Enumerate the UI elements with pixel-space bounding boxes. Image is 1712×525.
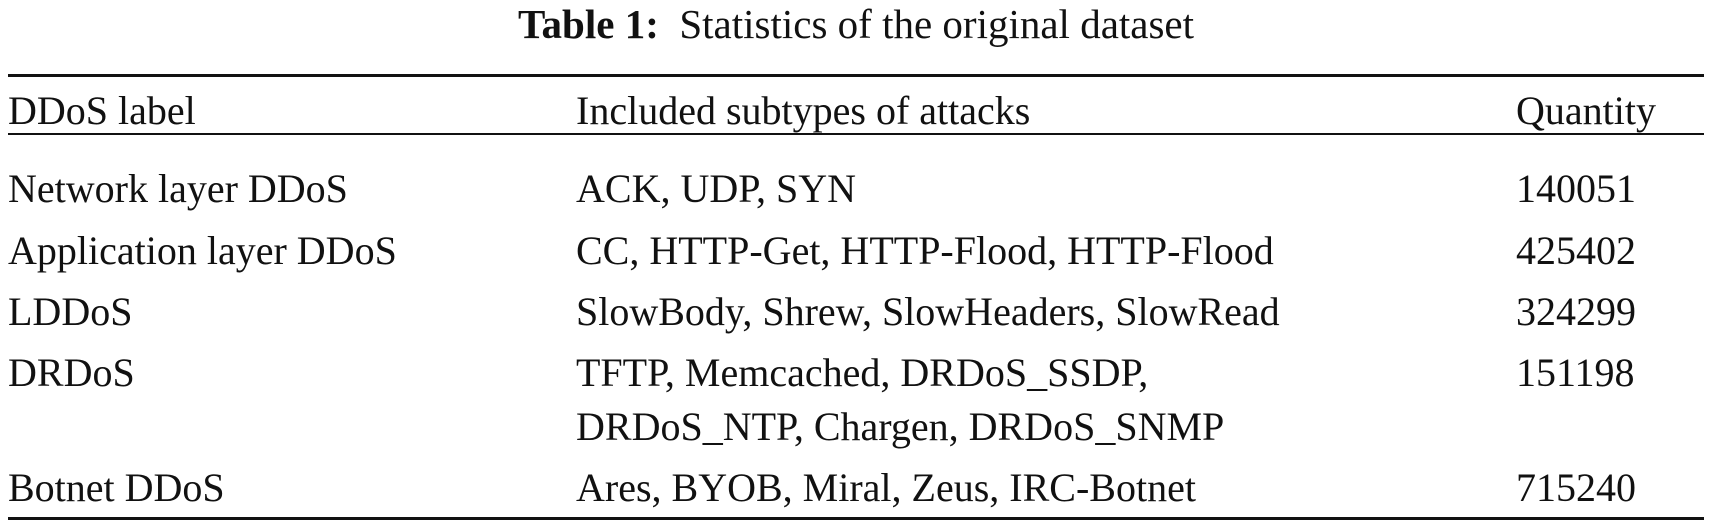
table-caption-text: Statistics of the original dataset bbox=[679, 1, 1195, 47]
row-ddos-label: Application layer DDoS bbox=[8, 228, 397, 273]
row-ddos-label: DRDoS bbox=[8, 350, 135, 395]
row-subtypes-continued: DRDoS_NTP, Chargen, DRDoS_SNMP bbox=[576, 404, 1225, 449]
table-bottom-rule bbox=[8, 517, 1704, 520]
row-quantity: 140051 bbox=[1516, 166, 1636, 211]
row-quantity: 324299 bbox=[1516, 289, 1636, 334]
row-subtypes: SlowBody, Shrew, SlowHeaders, SlowRead bbox=[576, 289, 1280, 334]
row-subtypes: TFTP, Memcached, DRDoS_SSDP, bbox=[576, 350, 1149, 395]
row-ddos-label: Network layer DDoS bbox=[8, 166, 348, 211]
header-quantity: Quantity bbox=[1516, 88, 1656, 133]
row-subtypes: ACK, UDP, SYN bbox=[576, 166, 857, 211]
table-caption-label: Table 1: bbox=[517, 1, 659, 47]
row-ddos-label: LDDoS bbox=[8, 289, 133, 334]
table-header-rule bbox=[8, 133, 1704, 135]
row-ddos-label: Botnet DDoS bbox=[8, 465, 225, 510]
row-subtypes: Ares, BYOB, Miral, Zeus, IRC-Botnet bbox=[576, 465, 1196, 510]
header-included-subtypes: Included subtypes of attacks bbox=[576, 88, 1031, 133]
table-top-rule bbox=[8, 74, 1704, 77]
row-quantity: 425402 bbox=[1516, 228, 1636, 273]
table-caption: Table 1: Statistics of the original data… bbox=[0, 0, 1712, 48]
row-quantity: 151198 bbox=[1516, 350, 1635, 395]
row-subtypes: CC, HTTP-Get, HTTP-Flood, HTTP-Flood bbox=[576, 228, 1274, 273]
header-ddos-label: DDoS label bbox=[8, 88, 196, 133]
row-quantity: 715240 bbox=[1516, 465, 1636, 510]
